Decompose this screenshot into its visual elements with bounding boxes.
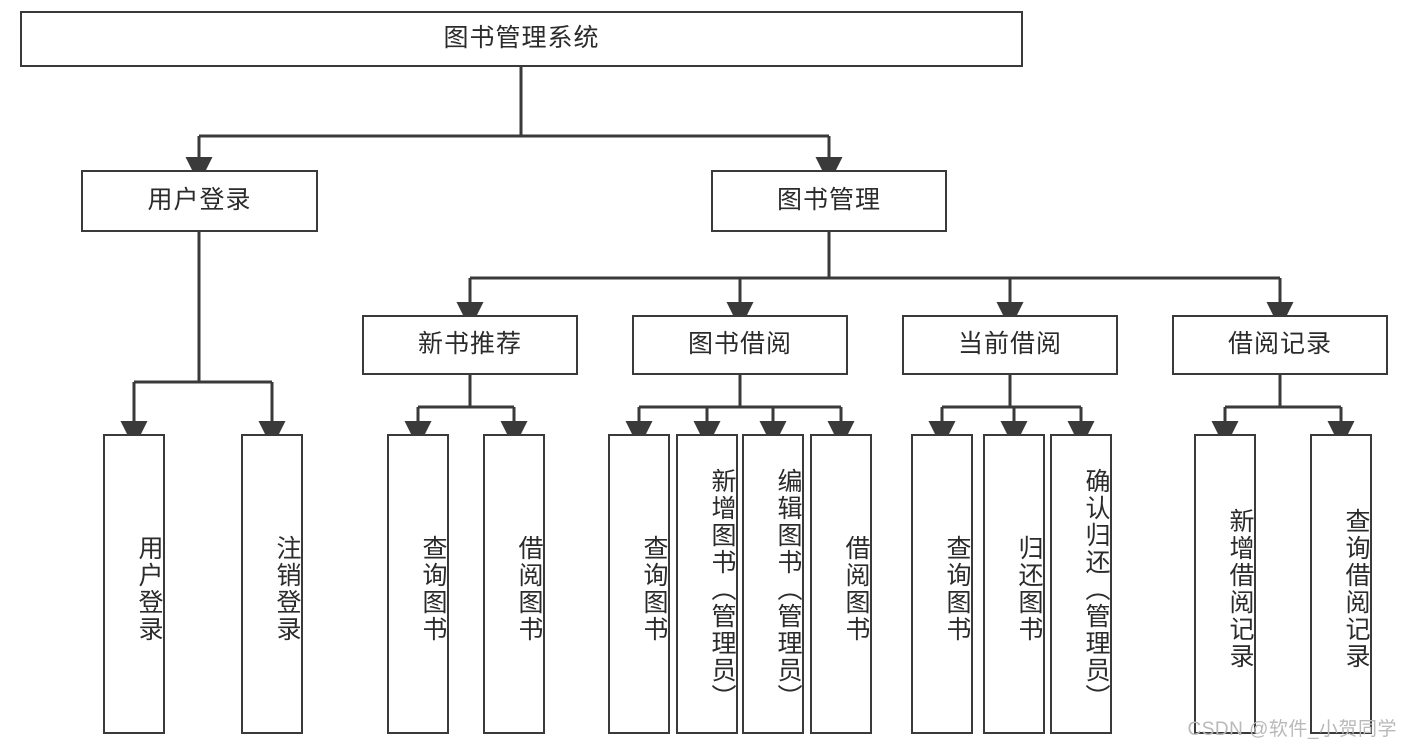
leaf-user-login[interactable]: 用户登录 xyxy=(103,434,165,734)
node-current-borrow[interactable]: 当前借阅 xyxy=(902,315,1118,375)
node-borrow-record[interactable]: 借阅记录 xyxy=(1172,315,1388,375)
leaf-borrow-add-book[interactable]: 新增图书（管理员） xyxy=(676,434,738,734)
leaf-current-query-book[interactable]: 查询图书 xyxy=(911,434,973,734)
leaf-borrow-edit-book[interactable]: 编辑图书（管理员） xyxy=(742,434,804,734)
node-book-borrow[interactable]: 图书借阅 xyxy=(632,315,848,375)
leaf-user-logout[interactable]: 注销登录 xyxy=(241,434,303,734)
leaf-borrow-borrow-book[interactable]: 借阅图书 xyxy=(810,434,872,734)
csdn-watermark: CSDN @软件_小贺同学 xyxy=(1187,719,1397,740)
node-user-login[interactable]: 用户登录 xyxy=(81,170,318,232)
leaf-record-query-record[interactable]: 查询借阅记录 xyxy=(1310,434,1372,734)
node-root[interactable]: 图书管理系统 xyxy=(20,11,1023,67)
leaf-record-add-record[interactable]: 新增借阅记录 xyxy=(1194,434,1256,734)
node-new-book-recommend[interactable]: 新书推荐 xyxy=(362,315,578,375)
leaf-recommend-borrow-book[interactable]: 借阅图书 xyxy=(483,434,545,734)
node-book-manage[interactable]: 图书管理 xyxy=(711,170,947,232)
leaf-borrow-query-book[interactable]: 查询图书 xyxy=(608,434,670,734)
leaf-current-return-book[interactable]: 归还图书 xyxy=(983,434,1045,734)
leaf-recommend-query-book[interactable]: 查询图书 xyxy=(387,434,449,734)
leaf-current-confirm-return[interactable]: 确认归还（管理员） xyxy=(1050,434,1112,734)
